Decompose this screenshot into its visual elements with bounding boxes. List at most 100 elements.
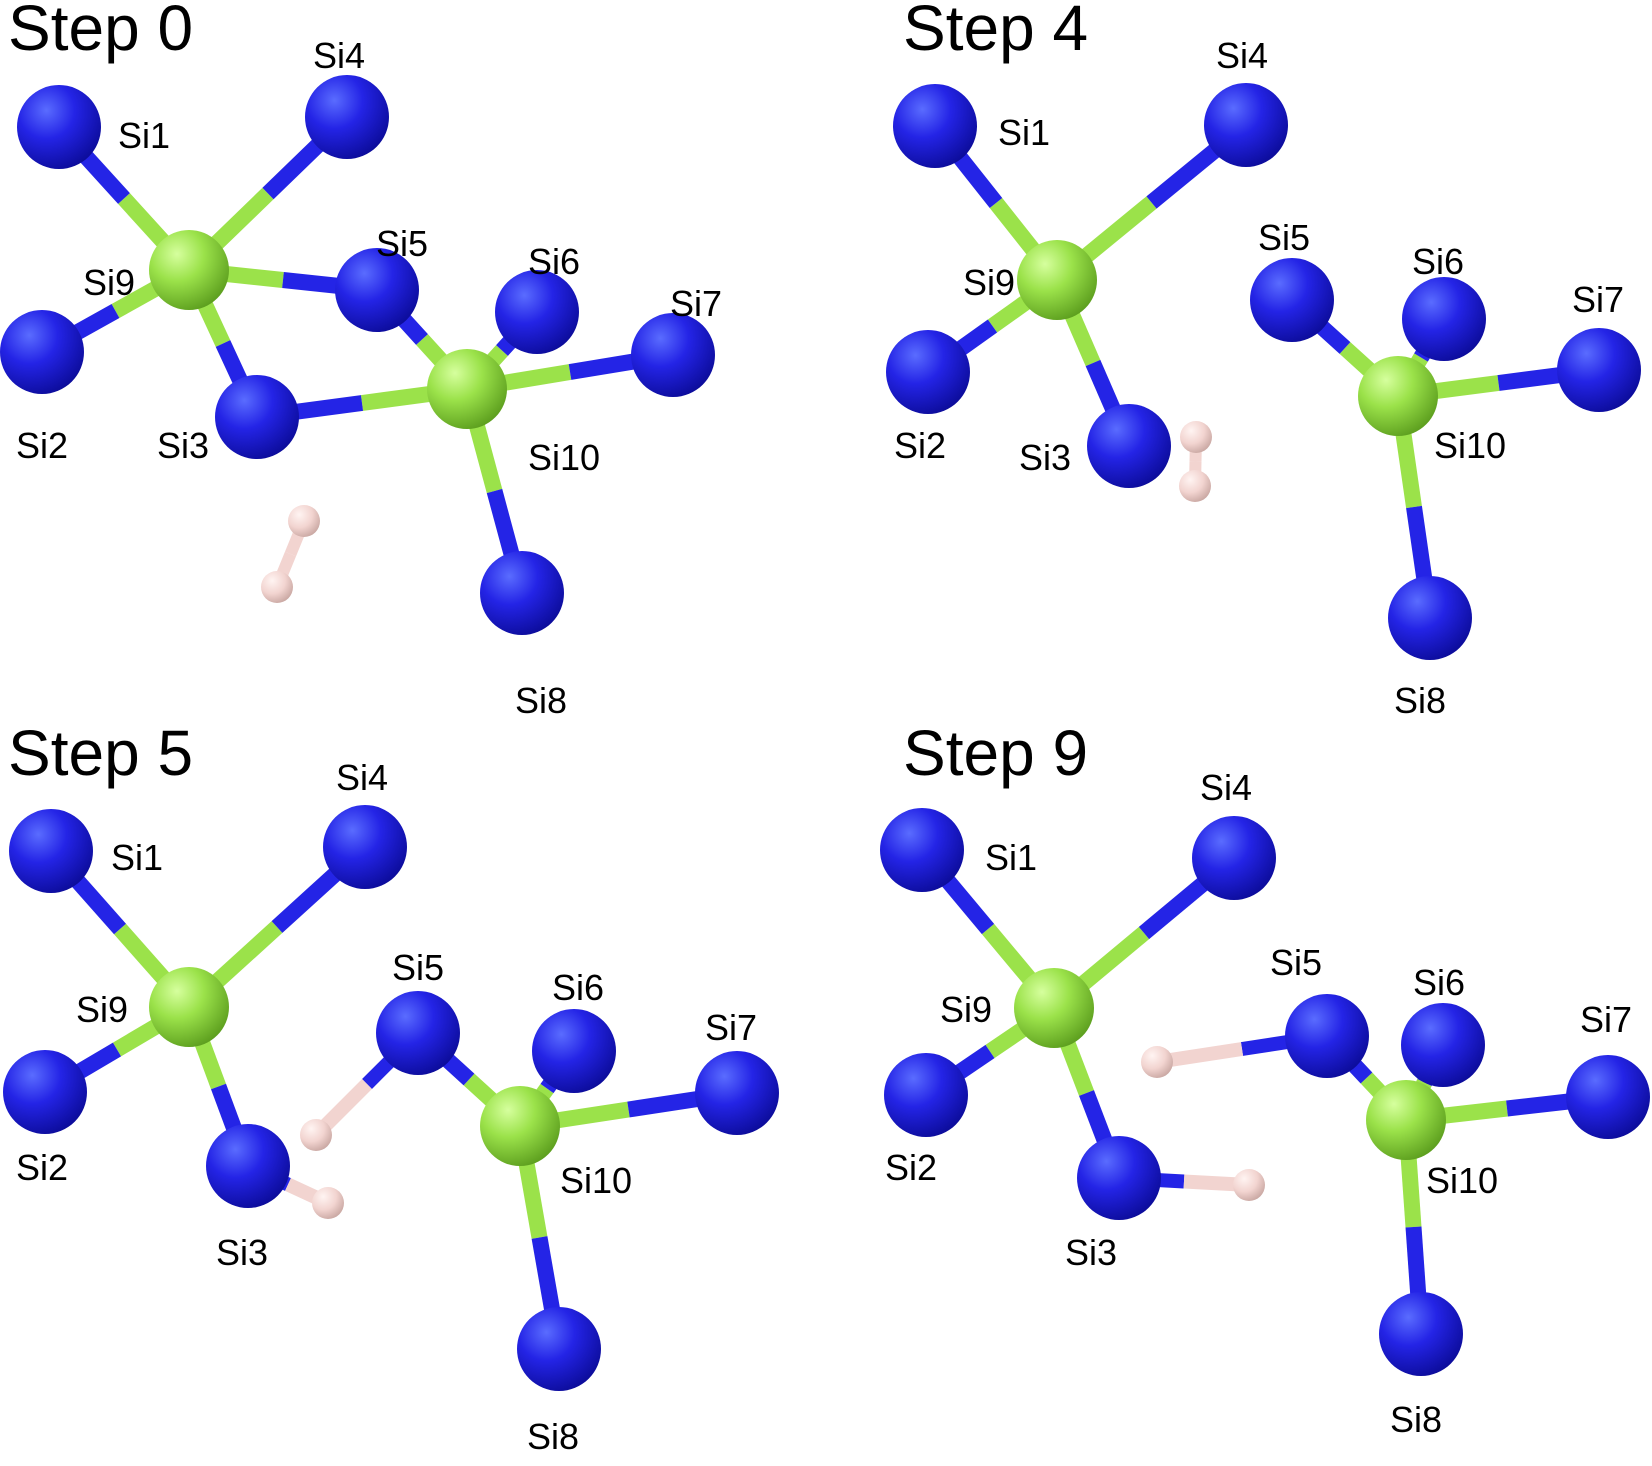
atom-si9 bbox=[149, 230, 229, 310]
hydrogen-atom-2 bbox=[312, 1187, 344, 1219]
atom-si8 bbox=[480, 551, 564, 635]
atom-si1 bbox=[9, 809, 93, 893]
label-si8: Si8 bbox=[527, 1416, 579, 1457]
label-si1: Si1 bbox=[998, 112, 1050, 153]
panel-title-step5: Step 5 bbox=[8, 717, 193, 789]
atom-si3 bbox=[206, 1124, 290, 1208]
label-si1: Si1 bbox=[985, 837, 1037, 878]
label-si10: Si10 bbox=[1426, 1160, 1498, 1201]
hydrogen-atom-2 bbox=[1233, 1169, 1265, 1201]
label-si5: Si5 bbox=[392, 947, 444, 988]
label-si9: Si9 bbox=[83, 262, 135, 303]
hydrogen-atom-1 bbox=[288, 505, 320, 537]
atom-si2 bbox=[886, 330, 970, 414]
label-si5: Si5 bbox=[1270, 942, 1322, 983]
atom-si1 bbox=[893, 84, 977, 168]
atom-si9 bbox=[149, 967, 229, 1047]
label-si5: Si5 bbox=[376, 223, 428, 264]
atom-si2 bbox=[3, 1050, 87, 1134]
label-si6: Si6 bbox=[1413, 962, 1465, 1003]
atom-si2 bbox=[0, 310, 84, 394]
label-si8: Si8 bbox=[1390, 1399, 1442, 1440]
atom-si4 bbox=[305, 75, 389, 159]
hydrogen-atom-1 bbox=[300, 1119, 332, 1151]
atom-si3 bbox=[1087, 404, 1171, 488]
hydrogen-atom-2 bbox=[261, 571, 293, 603]
atom-si5 bbox=[1285, 994, 1369, 1078]
label-si4: Si4 bbox=[1216, 35, 1268, 76]
atom-si8 bbox=[517, 1307, 601, 1391]
label-si7: Si7 bbox=[705, 1007, 757, 1048]
label-si7: Si7 bbox=[1572, 279, 1624, 320]
atom-si8 bbox=[1379, 1292, 1463, 1376]
label-si5: Si5 bbox=[1258, 217, 1310, 258]
atom-si7 bbox=[1566, 1055, 1650, 1139]
panel-title-step4: Step 4 bbox=[903, 0, 1088, 64]
label-si1: Si1 bbox=[111, 837, 163, 878]
label-si10: Si10 bbox=[1434, 425, 1506, 466]
atom-si9 bbox=[1017, 240, 1097, 320]
panel-step0-atoms bbox=[0, 75, 715, 635]
atom-si3 bbox=[215, 375, 299, 459]
atom-si3 bbox=[1077, 1136, 1161, 1220]
label-si3: Si3 bbox=[216, 1232, 268, 1273]
atom-si1 bbox=[17, 85, 101, 169]
panel-step9-atoms bbox=[880, 808, 1650, 1376]
panel-step5-bonds bbox=[40, 841, 739, 1351]
label-si9: Si9 bbox=[76, 989, 128, 1030]
label-si10: Si10 bbox=[528, 437, 600, 478]
atom-si10 bbox=[1358, 356, 1438, 436]
atom-si6 bbox=[1402, 277, 1486, 361]
atom-si4 bbox=[1192, 816, 1276, 900]
panel-title-step9: Step 9 bbox=[903, 717, 1088, 789]
label-si3: Si3 bbox=[1065, 1232, 1117, 1273]
atom-si4 bbox=[323, 805, 407, 889]
atom-si4 bbox=[1204, 83, 1288, 167]
panel-step4-bonds bbox=[923, 118, 1601, 620]
atom-si7 bbox=[1557, 328, 1641, 412]
label-si6: Si6 bbox=[1412, 241, 1464, 282]
hydrogen-atom-1 bbox=[1141, 1046, 1173, 1078]
atom-si7 bbox=[695, 1051, 779, 1135]
label-si8: Si8 bbox=[1394, 680, 1446, 721]
label-si4: Si4 bbox=[1200, 767, 1252, 808]
label-si9: Si9 bbox=[940, 989, 992, 1030]
label-si4: Si4 bbox=[313, 35, 365, 76]
hydrogen-atom-1 bbox=[1180, 421, 1212, 453]
atom-si6 bbox=[495, 270, 579, 354]
atom-si2 bbox=[884, 1053, 968, 1137]
atom-si5 bbox=[376, 991, 460, 1075]
atom-si9 bbox=[1014, 968, 1094, 1048]
label-si3: Si3 bbox=[1019, 437, 1071, 478]
atom-si10 bbox=[480, 1086, 560, 1166]
label-si10: Si10 bbox=[560, 1160, 632, 1201]
panel-step5-atoms bbox=[3, 805, 779, 1391]
atoms-layer bbox=[0, 75, 1650, 1391]
atom-si10 bbox=[427, 349, 507, 429]
label-si8: Si8 bbox=[515, 680, 567, 721]
label-si2: Si2 bbox=[894, 425, 946, 466]
panel-step9-bonds bbox=[915, 844, 1609, 1335]
atom-si10 bbox=[1366, 1080, 1446, 1160]
label-si7: Si7 bbox=[670, 283, 722, 324]
label-si7: Si7 bbox=[1580, 999, 1632, 1040]
atom-si1 bbox=[880, 808, 964, 892]
label-si2: Si2 bbox=[16, 1147, 68, 1188]
panel-step0-bonds bbox=[38, 111, 675, 596]
label-si2: Si2 bbox=[885, 1147, 937, 1188]
label-si2: Si2 bbox=[16, 425, 68, 466]
atom-si8 bbox=[1388, 576, 1472, 660]
atom-si6 bbox=[1401, 1003, 1485, 1087]
label-si9: Si9 bbox=[963, 262, 1015, 303]
label-si6: Si6 bbox=[528, 241, 580, 282]
label-si3: Si3 bbox=[157, 425, 209, 466]
label-si6: Si6 bbox=[552, 967, 604, 1008]
atom-si5 bbox=[335, 248, 419, 332]
panel-title-step0: Step 0 bbox=[8, 0, 193, 64]
